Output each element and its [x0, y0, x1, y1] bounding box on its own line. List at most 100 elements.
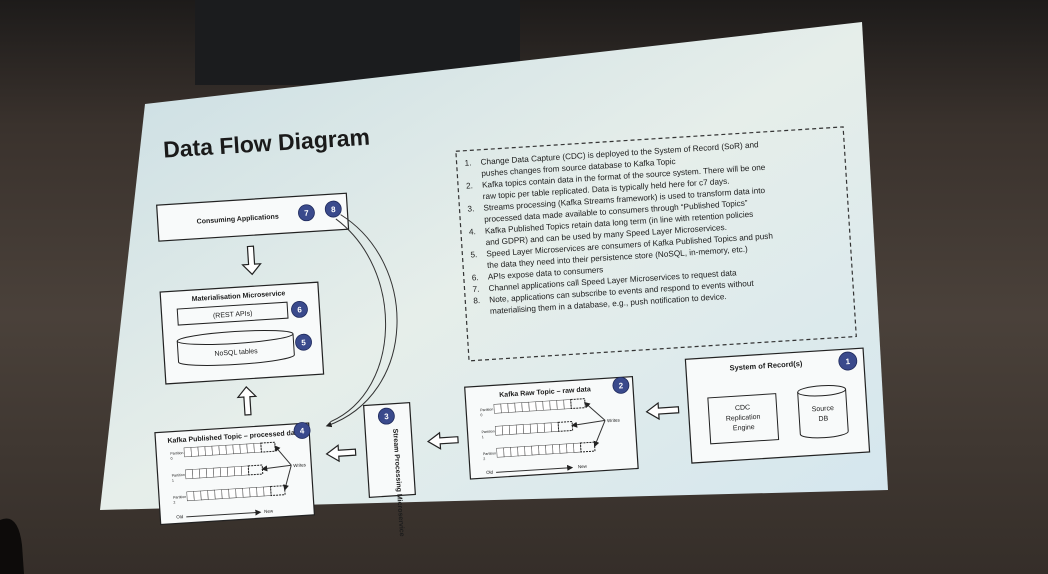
badge-1 — [838, 351, 858, 371]
slide-content: Data Flow Diagram 1.Change Data Capture … — [154, 124, 871, 537]
published-partition-2-cell — [263, 486, 272, 497]
raw-partition-2-cell — [524, 445, 533, 456]
published-partition-0-cell — [204, 445, 213, 456]
published-new-label: New — [264, 508, 274, 514]
badge-4 — [293, 422, 311, 439]
published-partition-0-cell — [253, 442, 262, 453]
raw-partition-1-cell — [536, 422, 545, 433]
raw-partition-2-cell — [503, 447, 512, 458]
raw-partition-2-cell — [559, 443, 568, 454]
raw-partition-1-cell — [543, 422, 552, 433]
published-partition-1-cell — [233, 466, 243, 477]
badge-2-text: 2 — [618, 381, 624, 390]
raw-partition-2-cell — [510, 446, 519, 457]
raw-partition-1-cell — [494, 425, 504, 436]
raw-partition-2-cell — [531, 445, 540, 456]
raw-partition-2-cell — [517, 446, 526, 457]
note-4-number: 4. — [469, 227, 476, 236]
published-partition-2-label: 2 — [173, 501, 175, 505]
published-partition-1-cell — [206, 467, 215, 478]
raw-partition-1-label: 1 — [482, 435, 484, 439]
note-2-number: 2. — [466, 181, 473, 190]
published-old-label: Old — [176, 514, 184, 519]
audience-silhouette — [0, 518, 24, 574]
published-partition-2-cell — [214, 489, 223, 500]
published-partition-1-label: Partition — [172, 473, 185, 478]
rest-apis-label: (REST APIs) — [213, 310, 253, 319]
published-partition-2-cell — [193, 490, 202, 501]
published-partition-1-cell — [192, 468, 201, 479]
raw-partition-2-cell — [566, 443, 575, 454]
raw-partition-0-cell — [493, 403, 502, 414]
raw-partition-2-label: Partition — [483, 451, 496, 456]
raw-partition-0-cell — [507, 402, 516, 413]
badge-3-text: 3 — [384, 412, 390, 421]
published-partition-2-cell — [235, 488, 244, 499]
badge-3 — [377, 407, 395, 425]
note-6-number: 6. — [472, 273, 479, 282]
raw-partition-0-cell — [563, 399, 572, 410]
badge-7-text: 7 — [304, 209, 310, 218]
published-partition-0-cell — [218, 445, 227, 455]
published-partition-2-cell — [200, 490, 209, 501]
raw-partition-1-cell — [529, 423, 538, 434]
published-timeline-arrow — [186, 509, 262, 518]
published-partition-1-cell — [185, 469, 194, 480]
left-arrow-to-stream — [426, 431, 459, 450]
raw-partition-0-cell — [556, 399, 565, 410]
published-partition-1-cell — [199, 468, 208, 479]
raw-writes-label: Writes — [607, 417, 621, 423]
note-1-number: 1. — [464, 158, 471, 167]
raw-partition-2-cell — [496, 447, 505, 458]
published-partition-2-cell — [256, 486, 265, 497]
raw-partition-0-cell — [528, 401, 537, 412]
nosql-tables-label: NoSQL tables — [214, 348, 258, 358]
published-partition-1-cell — [220, 466, 229, 477]
published-partition-0-cell — [239, 443, 248, 454]
published-partition-2-cell — [186, 491, 195, 502]
badge-5 — [295, 333, 312, 351]
up-arrow — [236, 385, 258, 416]
published-partition-2-cell — [207, 489, 216, 500]
raw-partition-1-cell — [508, 424, 518, 435]
raw-partition-1-cell — [522, 423, 531, 434]
raw-timeline-arrow — [496, 464, 574, 473]
raw-partition-0-label: Partition — [480, 407, 493, 412]
badge-6-text: 6 — [297, 305, 303, 314]
published-partition-2-cell — [221, 488, 230, 499]
notes-box — [455, 126, 857, 362]
published-partition-1-label: 1 — [172, 479, 174, 483]
cdc-line-1: CDC — [735, 404, 751, 412]
raw-partition-0-label: 0 — [480, 413, 482, 417]
event-subscription-arrow — [325, 214, 398, 428]
raw-partition-2-cell — [545, 444, 554, 455]
badge-8-text: 8 — [331, 205, 337, 214]
note-5-number: 5. — [470, 250, 477, 259]
down-arrow — [241, 245, 262, 276]
cdc-line-3: Engine — [733, 424, 755, 432]
note-7-number: 7. — [472, 285, 479, 294]
raw-partition-1-cell — [515, 424, 524, 435]
cdc-line-2: Replication — [726, 414, 761, 423]
raw-partition-2-cell — [538, 444, 547, 455]
raw-partition-1-cell — [550, 422, 559, 433]
stream-processing-box — [363, 402, 416, 499]
published-partition-0-cell — [190, 446, 199, 457]
consuming-applications-box — [156, 192, 350, 242]
published-partition-0-cell — [225, 444, 234, 455]
source-db-cylinder-icon — [797, 385, 849, 439]
event-subscription-arrow-inner — [330, 218, 387, 423]
published-partition-1-cell — [226, 466, 236, 477]
published-writes-line — [283, 465, 292, 491]
raw-new-label: New — [578, 464, 588, 470]
rest-apis-box — [176, 301, 289, 326]
raw-partition-0-cell — [514, 402, 523, 413]
notes-list: 1.Change Data Capture (CDC) is deployed … — [464, 140, 773, 316]
system-of-record-box — [684, 347, 871, 464]
published-partition-0-label: Partition — [170, 451, 183, 456]
published-partition-0-cell — [183, 447, 192, 458]
published-writes-line — [274, 445, 292, 466]
